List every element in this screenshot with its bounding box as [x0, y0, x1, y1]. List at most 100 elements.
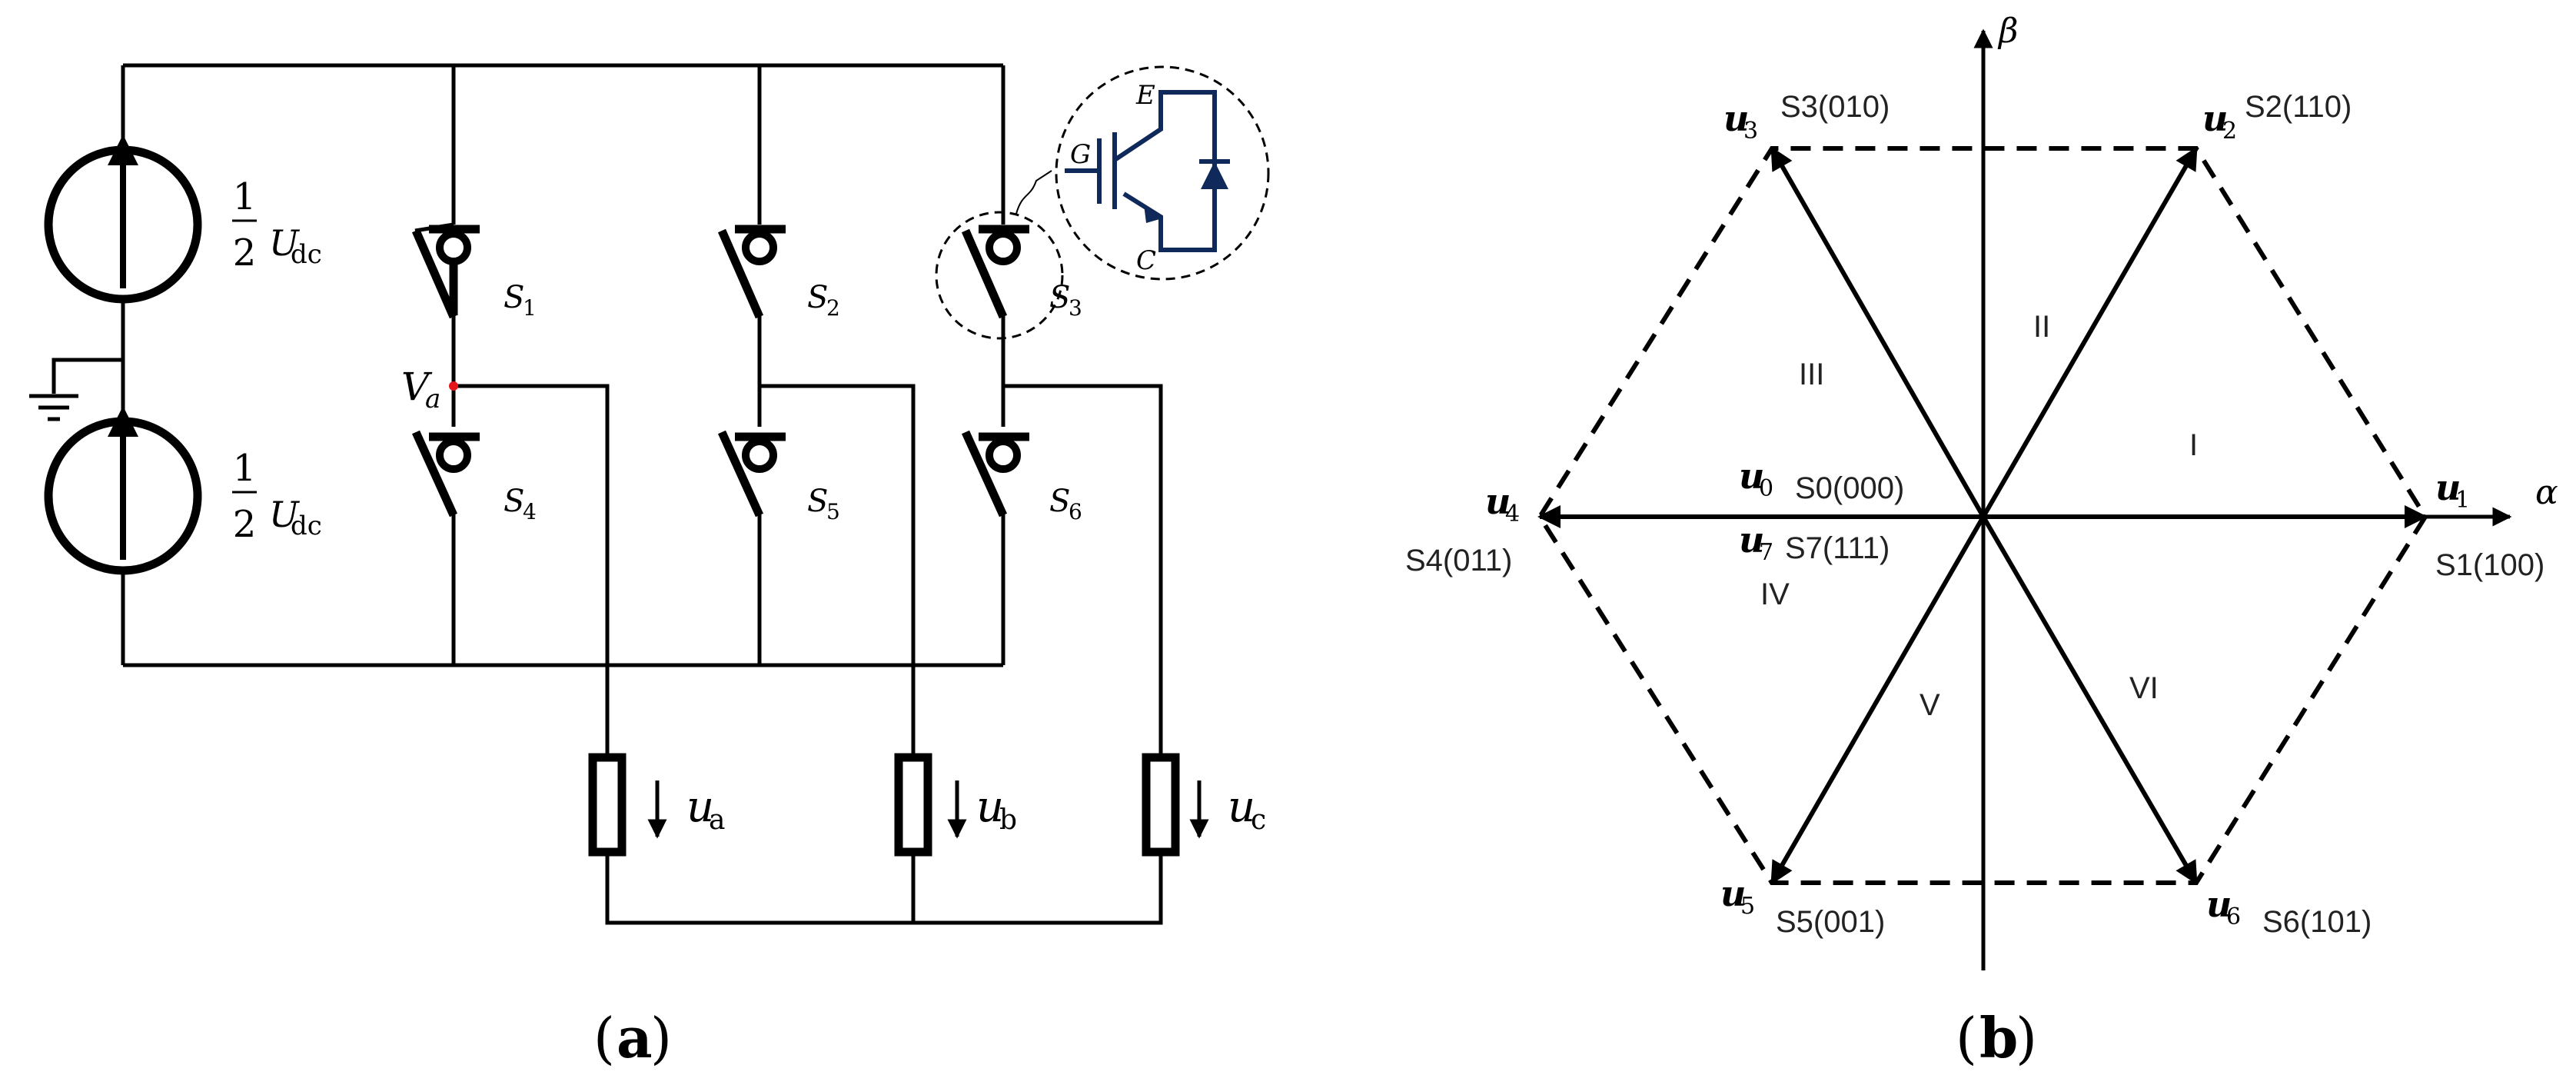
- svg-text:u: u: [2202, 98, 2228, 139]
- svg-text:5: 5: [1740, 893, 1755, 920]
- svg-text:(: (: [593, 1006, 615, 1070]
- svg-text:b: b: [999, 804, 1017, 836]
- sector-label-ii: II: [2033, 310, 2050, 344]
- svg-text:1: 1: [523, 295, 537, 321]
- svg-text:S: S: [504, 280, 524, 315]
- svg-text:U: U: [269, 494, 301, 535]
- svg-text:6: 6: [2226, 904, 2241, 930]
- phase-b-output-wire: [760, 384, 916, 757]
- ground-icon: [29, 358, 123, 421]
- svg-text:S: S: [807, 484, 828, 519]
- vector-label-u2: u 2 S2(110): [2202, 90, 2352, 145]
- svg-text:S: S: [1049, 484, 1070, 519]
- switch-s6: [961, 430, 1029, 518]
- svg-text:1: 1: [2455, 487, 2470, 514]
- svg-text:G: G: [1070, 139, 1091, 170]
- svg-text:1: 1: [233, 175, 257, 218]
- svg-text:S6(101): S6(101): [2262, 905, 2372, 939]
- svg-text:b: b: [1979, 1005, 2018, 1070]
- switch-s1: [411, 222, 480, 319]
- svg-text:2: 2: [233, 503, 257, 546]
- svg-text:E: E: [1135, 80, 1155, 111]
- alpha-axis-label: α: [2535, 473, 2558, 512]
- svg-text:2: 2: [826, 295, 840, 321]
- switch-s3: [961, 225, 1029, 319]
- svg-text:1: 1: [233, 447, 257, 490]
- svg-text:u: u: [976, 782, 1004, 832]
- svg-text:dc: dc: [291, 511, 322, 541]
- switch-label-s6: S 6: [1049, 484, 1082, 524]
- svg-text:7: 7: [1759, 539, 1773, 566]
- igbt-icon: E G C: [1065, 80, 1230, 276]
- sector-label-i: I: [2189, 428, 2198, 462]
- switch-label-s1: S 1: [504, 280, 537, 321]
- svg-text:u: u: [1723, 98, 1749, 139]
- svg-text:S2(110): S2(110): [2245, 90, 2352, 124]
- svg-text:S3(010): S3(010): [1780, 90, 1890, 124]
- sector-label-vi: VI: [2129, 671, 2159, 705]
- svg-text:u: u: [1228, 782, 1255, 832]
- svg-text:a: a: [709, 804, 725, 836]
- switch-s4: [411, 430, 480, 518]
- svg-text:): ): [2016, 1006, 2037, 1070]
- sector-label-iii: III: [1799, 358, 1824, 391]
- svg-text:S0(000): S0(000): [1795, 471, 1904, 505]
- svg-text:6: 6: [1069, 499, 1082, 524]
- svg-text:S1(100): S1(100): [2435, 548, 2544, 582]
- switch-s2: [717, 225, 786, 319]
- igbt-zoom-callout: [935, 65, 1270, 340]
- vector-u5: [1770, 515, 1986, 885]
- svg-text:V: V: [401, 364, 433, 409]
- svg-text:4: 4: [523, 499, 537, 524]
- phase-c-output-wire: [1003, 384, 1163, 757]
- svg-text:S: S: [504, 484, 524, 519]
- svg-text:): ): [650, 1006, 672, 1070]
- svg-text:5: 5: [826, 499, 840, 524]
- switch-label-s4: S 4: [504, 484, 537, 524]
- load-b: u b: [894, 753, 1017, 857]
- zero-vector-u0: u 0 S0(000): [1739, 455, 1904, 505]
- vector-label-u6: u 6 S6(101): [2206, 884, 2372, 939]
- vector-label-u1: u 1 S1(100): [2435, 467, 2544, 582]
- vector-u6: [1981, 515, 2199, 885]
- vector-label-u5: u 5 S5(001): [1720, 873, 1885, 939]
- svg-text:u: u: [1720, 873, 1746, 914]
- svg-text:u: u: [1739, 519, 1764, 561]
- svg-text:U: U: [269, 222, 301, 264]
- svg-text:0: 0: [1759, 475, 1773, 502]
- svg-text:3: 3: [1743, 118, 1758, 145]
- dc-source-upper: [44, 135, 202, 304]
- svg-text:a: a: [425, 384, 440, 414]
- svg-text:3: 3: [1069, 295, 1082, 321]
- sector-label-iv: IV: [1760, 577, 1790, 611]
- node-va: V a: [401, 364, 458, 414]
- svg-text:dc: dc: [291, 239, 322, 270]
- vector-u2: [1981, 146, 2199, 518]
- switch-label-s2: S 2: [807, 280, 840, 321]
- svg-text:2: 2: [2222, 118, 2237, 145]
- svg-text:u: u: [1739, 455, 1764, 497]
- zero-vector-u7: u 7 S7(111): [1739, 519, 1890, 566]
- load-a: u a: [588, 753, 725, 857]
- svg-text:S7(111): S7(111): [1785, 531, 1890, 565]
- source-label-lower: 1 2 U dc: [232, 447, 322, 546]
- vector-u3: [1770, 146, 1986, 518]
- vector-label-u3: u 3 S3(010): [1723, 90, 1890, 145]
- sector-label-v: V: [1920, 688, 1940, 722]
- svg-text:a: a: [617, 1005, 653, 1070]
- svg-text:u: u: [2206, 884, 2232, 925]
- svg-text:u: u: [2435, 467, 2461, 508]
- svg-text:S5(001): S5(001): [1776, 905, 1885, 939]
- vector-label-u4: u 4 S4(011): [1405, 481, 1520, 577]
- svg-text:u: u: [1485, 481, 1511, 522]
- svg-text:S4(011): S4(011): [1405, 544, 1512, 577]
- beta-axis-label: β: [1997, 12, 2018, 51]
- svg-text:c: c: [1251, 804, 1266, 836]
- svg-text:C: C: [1136, 245, 1156, 276]
- inverter-circuit: 1 2 U dc 1 2 U dc: [29, 63, 1270, 1070]
- svg-text:2: 2: [233, 231, 257, 275]
- svg-text:4: 4: [1505, 501, 1520, 528]
- svg-text:(: (: [1956, 1006, 1977, 1070]
- svg-text:u: u: [686, 782, 714, 832]
- phase-a-output-wire: [454, 384, 610, 757]
